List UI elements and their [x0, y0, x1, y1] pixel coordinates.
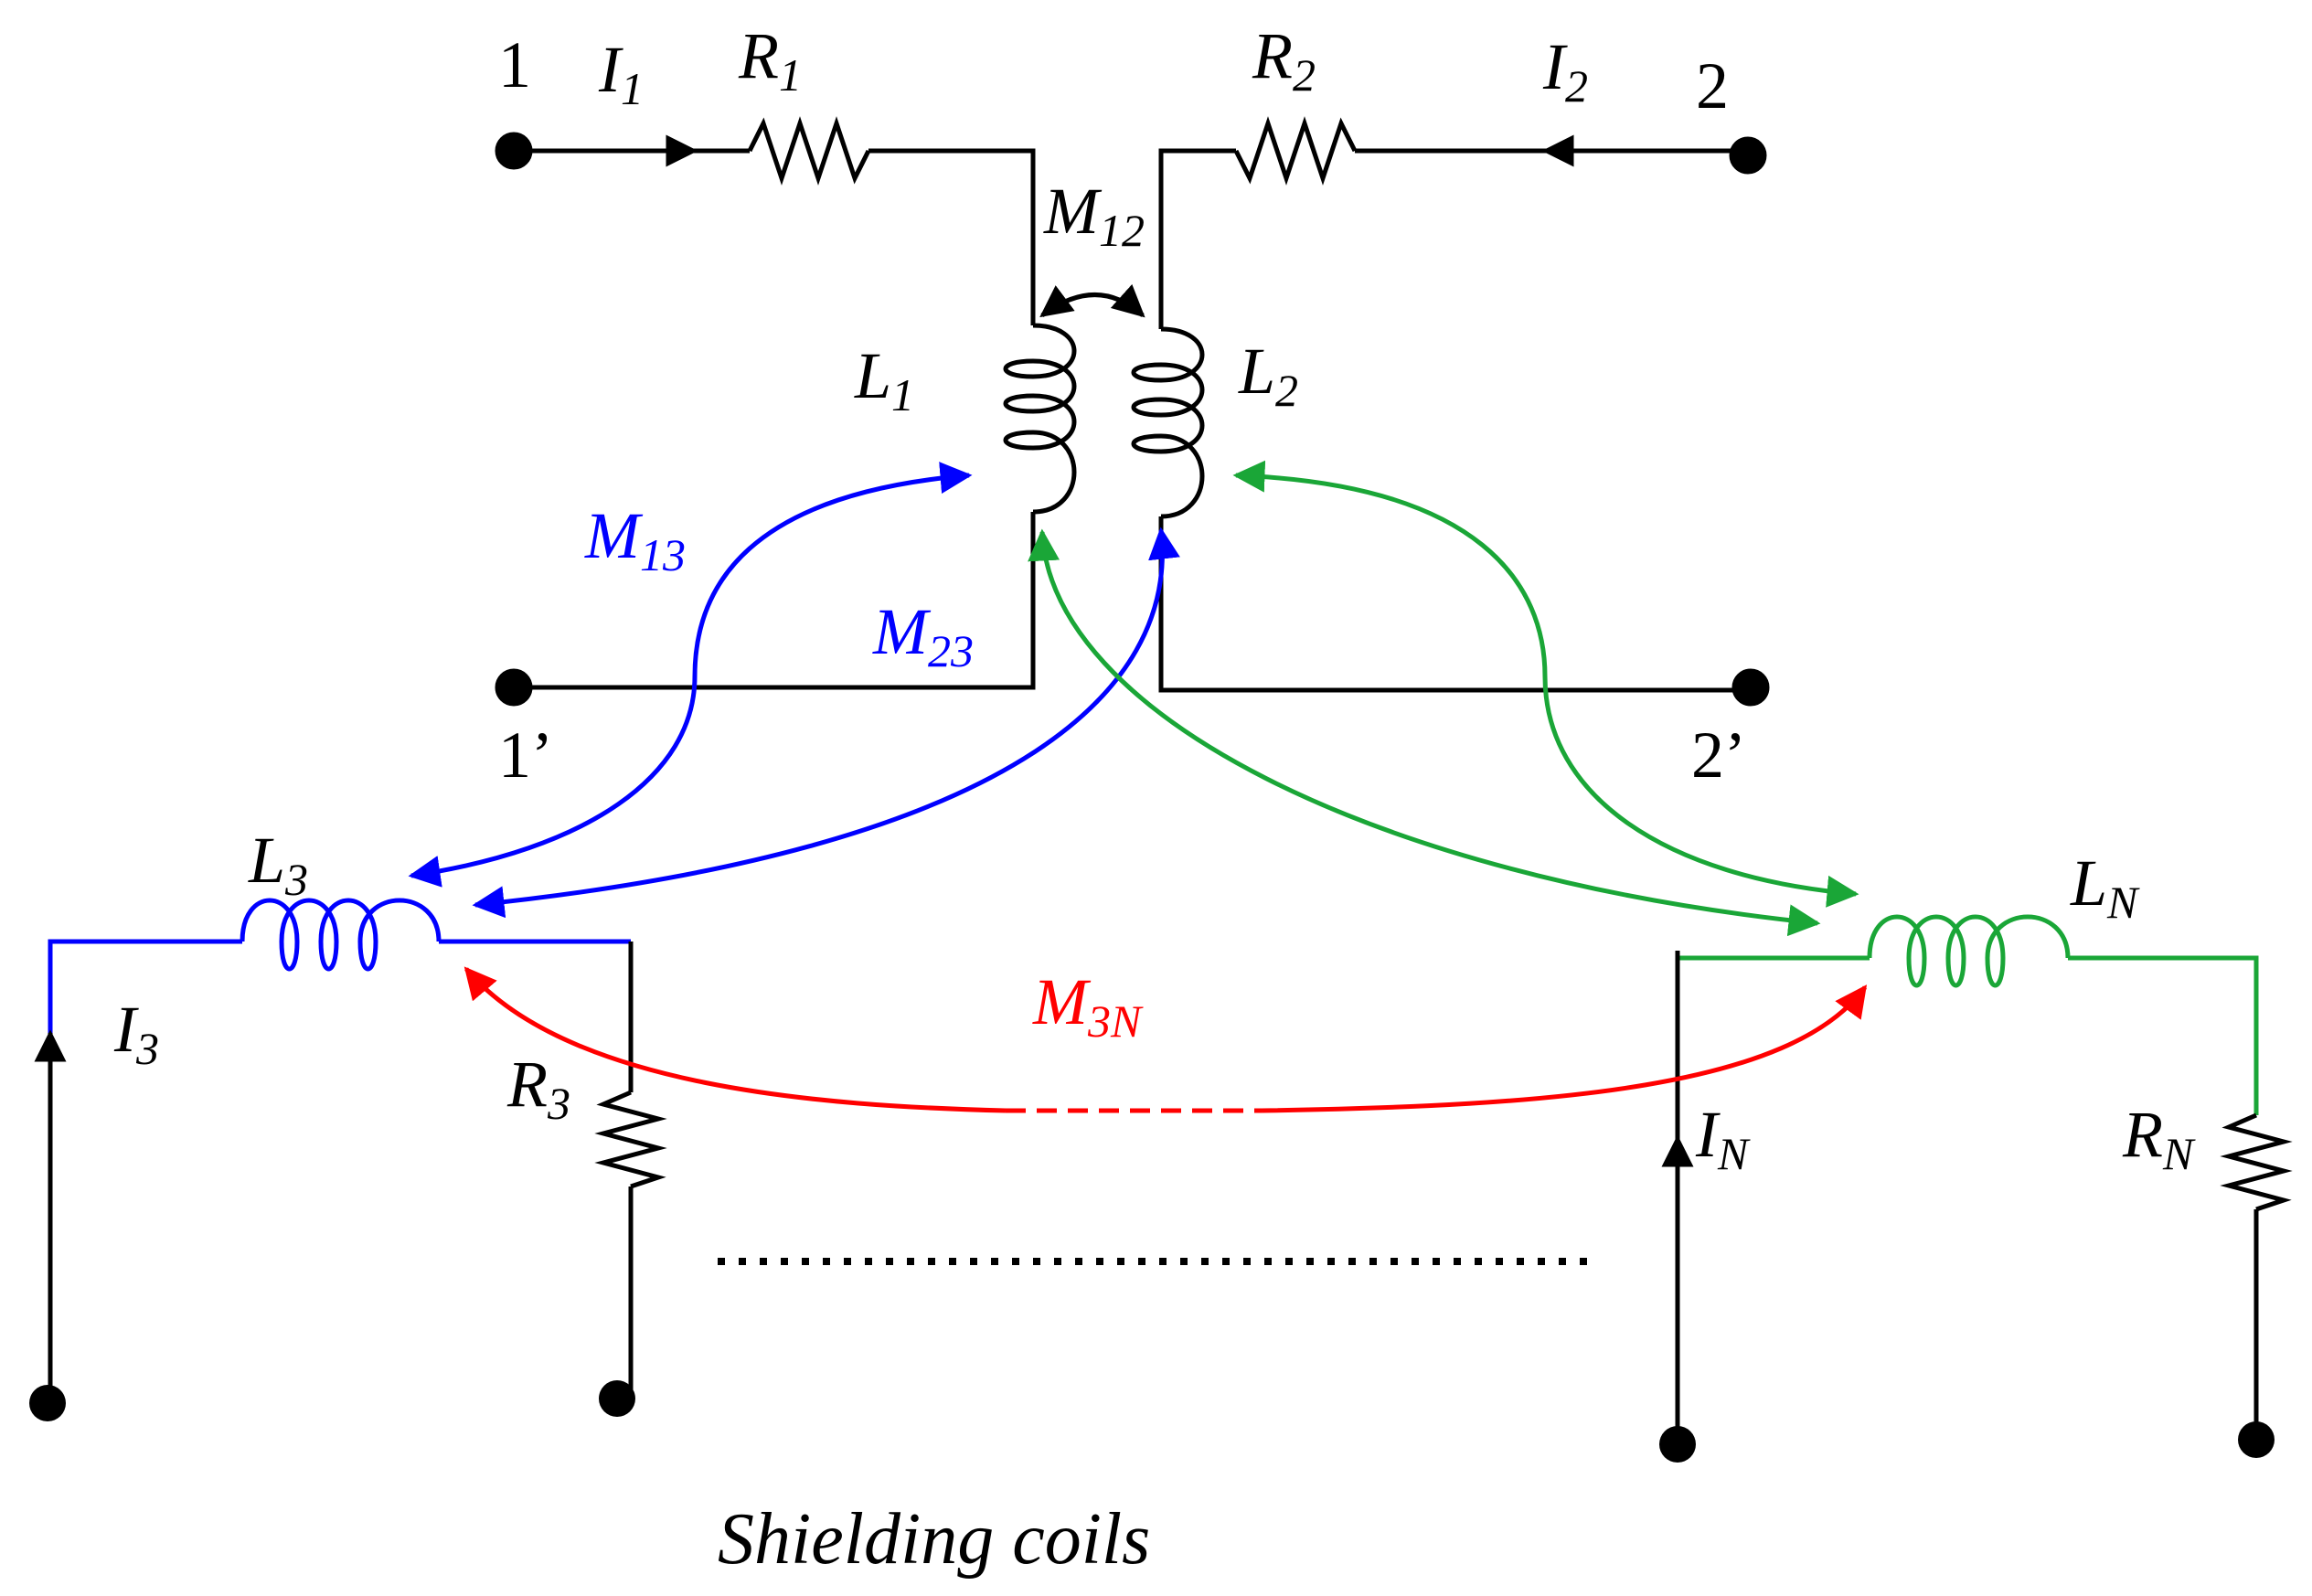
- label-l3: L3: [248, 824, 308, 905]
- caption: Shielding coils: [718, 1499, 1150, 1580]
- label-r1: R1: [738, 19, 802, 101]
- terminal-1-dot[interactable]: [495, 132, 533, 170]
- mutual-arrow-m3n-left: [463, 966, 1007, 1113]
- mutual-arrow-m13: [408, 462, 973, 888]
- wire-l3-left: [48, 939, 242, 1069]
- label-l2: L2: [1238, 335, 1298, 416]
- label-ln: LN: [2070, 846, 2140, 928]
- mutual-arrow-m12: [1039, 283, 1145, 318]
- label-in: IN: [1695, 1098, 1751, 1179]
- label-rn: RN: [2122, 1098, 2196, 1179]
- resistor-r3: [594, 1090, 667, 1189]
- shield-coil-n: [1659, 914, 2293, 1463]
- resistor-r2: [1233, 116, 1358, 186]
- terminal-2p-dot[interactable]: [1731, 668, 1770, 707]
- mutual-arrow-m3n-right: [1261, 984, 1868, 1113]
- label-r2: R2: [1252, 19, 1316, 101]
- label-m12: M12: [1043, 175, 1145, 256]
- wire-r1-to-l1: [868, 148, 1036, 325]
- label-i2: I2: [1542, 30, 1588, 112]
- wire-l2-bottom: [1158, 516, 1751, 693]
- terminal-2p-label: 2’: [1691, 718, 1746, 792]
- terminal-ln-left-dot[interactable]: [1659, 1426, 1696, 1463]
- shield-coil-3: [29, 898, 667, 1421]
- label-i3: I3: [113, 993, 159, 1074]
- label-m3n: M3N: [1032, 965, 1144, 1047]
- wire-r2-to-l2: [1158, 148, 1236, 329]
- resistor-r1: [747, 116, 871, 186]
- inductor-ln: [1867, 914, 2071, 988]
- label-m13: M13: [584, 499, 686, 580]
- terminal-l3-left-dot[interactable]: [29, 1385, 66, 1421]
- label-r3: R3: [506, 1048, 570, 1129]
- label-m23: M23: [872, 595, 974, 676]
- mutual-arrow-m23: [472, 527, 1180, 919]
- wire-ln-right: [2068, 955, 2259, 1115]
- label-i1: I1: [598, 33, 644, 114]
- terminal-1p-label: 1’: [498, 718, 553, 792]
- terminal-1-label: 1: [498, 28, 531, 101]
- terminal-l3-right-dot[interactable]: [599, 1380, 635, 1417]
- resistor-rn: [2220, 1112, 2293, 1212]
- mutual-arrow-l2-ln: [1232, 460, 1859, 908]
- label-l1: L1: [854, 339, 914, 420]
- terminal-2-dot[interactable]: [1729, 136, 1767, 175]
- inductor-l1: [1003, 323, 1077, 515]
- terminal-2-label: 2: [1696, 49, 1729, 122]
- terminal-1p-dot[interactable]: [495, 668, 533, 707]
- inductor-l3: [240, 898, 442, 972]
- inductor-l2: [1131, 326, 1205, 519]
- terminal-ln-right-dot[interactable]: [2238, 1421, 2275, 1458]
